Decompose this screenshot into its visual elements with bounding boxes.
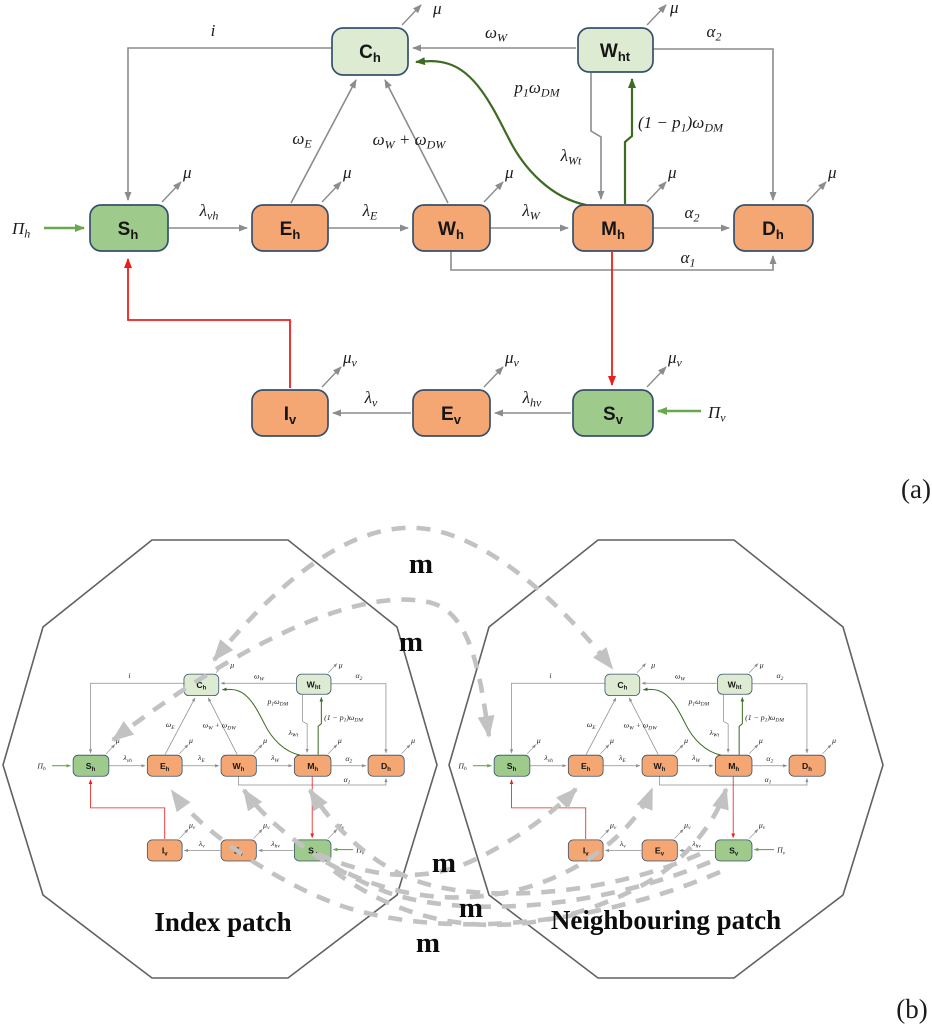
migration-label-1: m bbox=[409, 548, 433, 580]
migration-curve-to-right-eh bbox=[317, 787, 578, 878]
migration-label-4: m bbox=[459, 892, 483, 924]
migration-arrows bbox=[111, 525, 729, 928]
neighbouring-patch-mini-diagram bbox=[457, 660, 836, 861]
migration-curve-to-right-wh bbox=[324, 787, 655, 900]
panel-a-tag: (a) bbox=[901, 474, 931, 504]
index-patch-mini-diagram bbox=[36, 660, 415, 861]
migration-label-2: m bbox=[399, 626, 423, 658]
migration-curve-to-left-wh bbox=[242, 788, 711, 910]
neighbouring-patch-label: Neighbouring patch bbox=[551, 905, 781, 935]
migration-curve-to-left-mh bbox=[308, 788, 701, 896]
panel-b-tag: (b) bbox=[896, 994, 927, 1024]
migration-label-3: m bbox=[432, 847, 456, 879]
migration-curve-to-left-eh bbox=[170, 789, 721, 927]
index-patch-label: Index patch bbox=[154, 907, 291, 937]
panel-a-diagram bbox=[11, 0, 837, 436]
migration-arc-ch-ch bbox=[212, 525, 614, 670]
migration-arc-sh-sh bbox=[111, 597, 495, 742]
index-patch-outline bbox=[2, 539, 438, 979]
panel-b: m m m m m Index patch Neighbouring patch… bbox=[2, 525, 928, 1024]
migration-label-5: m bbox=[416, 927, 440, 959]
